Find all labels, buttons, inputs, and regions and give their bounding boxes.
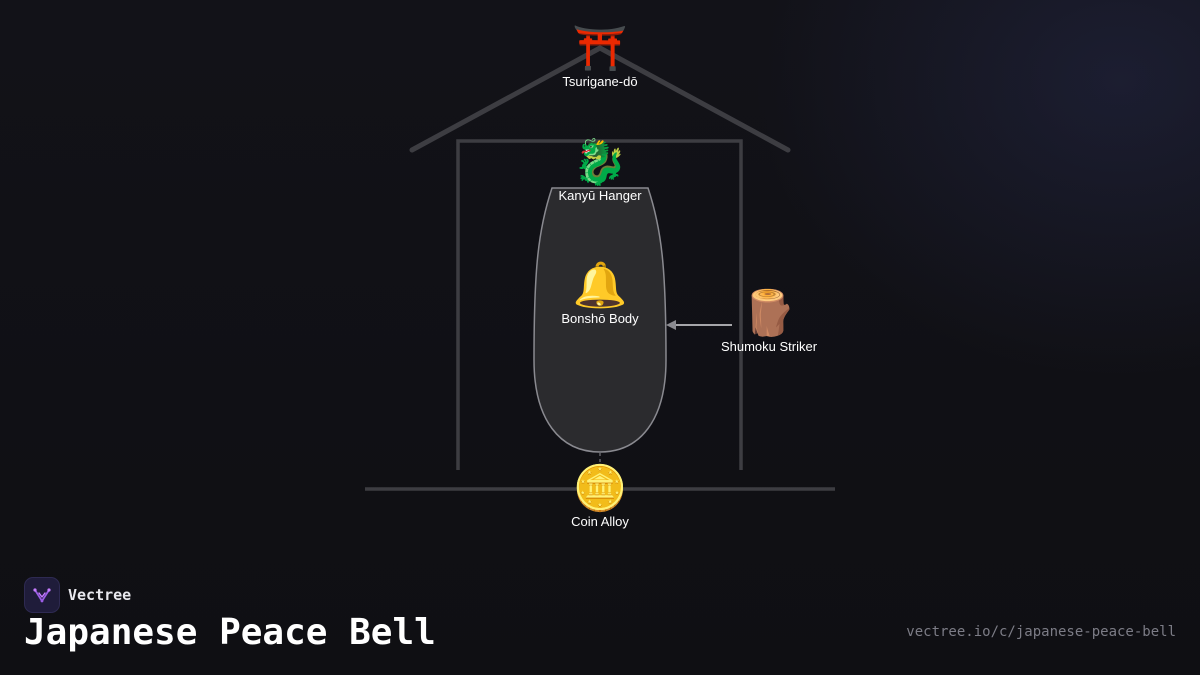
roof-left-line [409,45,603,153]
node-coin-alloy: 🪙 Coin Alloy [520,464,680,530]
brand: Vectree [24,577,131,613]
vectree-logo-icon [24,577,60,613]
node-shumoku-striker: 🪵 Shumoku Striker [689,289,849,355]
roof-right-line [597,45,791,153]
node-bonsho-body: 🔔 Bonshō Body [520,261,680,327]
node-tsurigane-do: ⛩️ Tsurigane-dō [520,24,680,90]
coin-icon: 🪙 [572,463,628,514]
frame-outline [456,139,743,470]
node-label: Tsurigane-dō [562,74,638,89]
node-label: Coin Alloy [571,514,629,529]
source-url[interactable]: vectree.io/c/japanese-peace-bell [906,624,1176,640]
bell-icon: 🔔 [572,260,628,311]
wood-log-icon: 🪵 [741,288,797,339]
dragon-icon: 🐉 [572,137,628,188]
node-label: Shumoku Striker [720,339,818,354]
brand-name: Vectree [68,586,132,604]
page-title: Japanese Peace Bell [24,612,436,653]
striker-arrow-head [666,320,676,330]
node-label: Kanyū Hanger [558,188,642,203]
torii-gate-icon: ⛩️ [572,23,628,74]
bell-body-shape [533,187,667,453]
node-kanyu-hanger: 🐉 Kanyū Hanger [520,138,680,204]
node-label: Bonshō Body [561,311,639,326]
